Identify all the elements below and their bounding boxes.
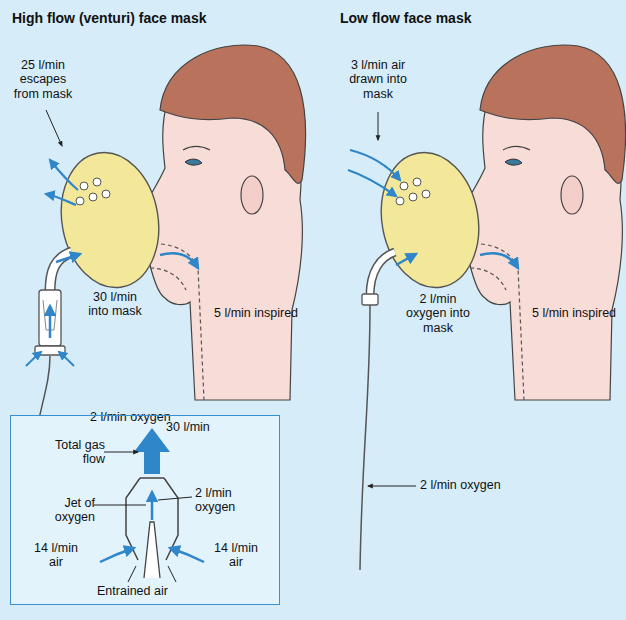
venturi-detail — [168, 566, 176, 582]
venturi-detail — [100, 548, 134, 562]
venturi-device — [26, 352, 41, 366]
detail-label: 2 l/min oxygen — [195, 486, 257, 515]
flow-arrow — [46, 110, 62, 146]
flow-arrow — [50, 160, 78, 190]
venturi-detail — [140, 477, 164, 479]
flow-label: 2 l/min oxygen — [420, 478, 501, 492]
oxygen-tubing — [370, 252, 395, 296]
detail-label: Entrained air — [97, 584, 168, 598]
flow-arrow — [56, 254, 80, 262]
oxygen-tubing — [370, 252, 395, 296]
venturi-detail — [128, 566, 136, 582]
venturi-device — [59, 352, 74, 366]
flow-label: 25 l/min escapes from mask — [6, 58, 80, 101]
oxygen-tubing — [362, 294, 378, 305]
venturi-device — [39, 290, 61, 346]
oxygen-tubing — [360, 305, 370, 570]
panel-heading: High flow (venturi) face mask — [12, 10, 206, 26]
detail-label: 30 l/min — [166, 420, 210, 434]
venturi-detail — [151, 492, 154, 520]
detail-label: Jet of oxygen — [39, 496, 95, 525]
flow-label: 5 l/min inspired — [214, 306, 298, 320]
flow-label: 5 l/min inspired — [532, 306, 616, 320]
venturi-detail — [10, 415, 280, 605]
oxygen-tubing — [378, 112, 379, 140]
flow-label: 30 l/min into mask — [82, 290, 148, 319]
head-profile — [51, 45, 306, 400]
flow-label: 2 l/min oxygen into mask — [398, 292, 478, 335]
venturi-detail — [158, 497, 192, 500]
oxygen-tubing — [348, 170, 396, 196]
venturi-detail — [94, 505, 146, 506]
oxygen-tubing — [396, 254, 416, 265]
oxygen-tubing — [350, 150, 400, 180]
venturi-detail — [144, 522, 160, 578]
flow-arrow — [46, 194, 76, 205]
venturi-detail — [170, 548, 204, 562]
venturi-device — [49, 306, 52, 338]
flow-label: 3 l/min air drawn into mask — [336, 58, 420, 101]
head-profile — [371, 45, 626, 400]
oxygen-tubing — [348, 112, 416, 570]
detail-label: 14 l/min air — [211, 541, 261, 570]
detail-box: Total gas flow 30 l/minJet of oxygen 2 l/m… — [10, 415, 280, 605]
oxygen-tubing — [368, 486, 416, 487]
flow-label: 2 l/min oxygen — [90, 410, 171, 424]
detail-label: Total gas flow — [33, 438, 105, 467]
detail-label: 14 l/min air — [31, 541, 81, 570]
panel-heading: Low flow face mask — [340, 10, 471, 26]
flow-arrow — [46, 110, 84, 418]
venturi-detail — [134, 428, 170, 474]
venturi-detail — [104, 452, 138, 453]
venturi-detail — [10, 415, 280, 605]
